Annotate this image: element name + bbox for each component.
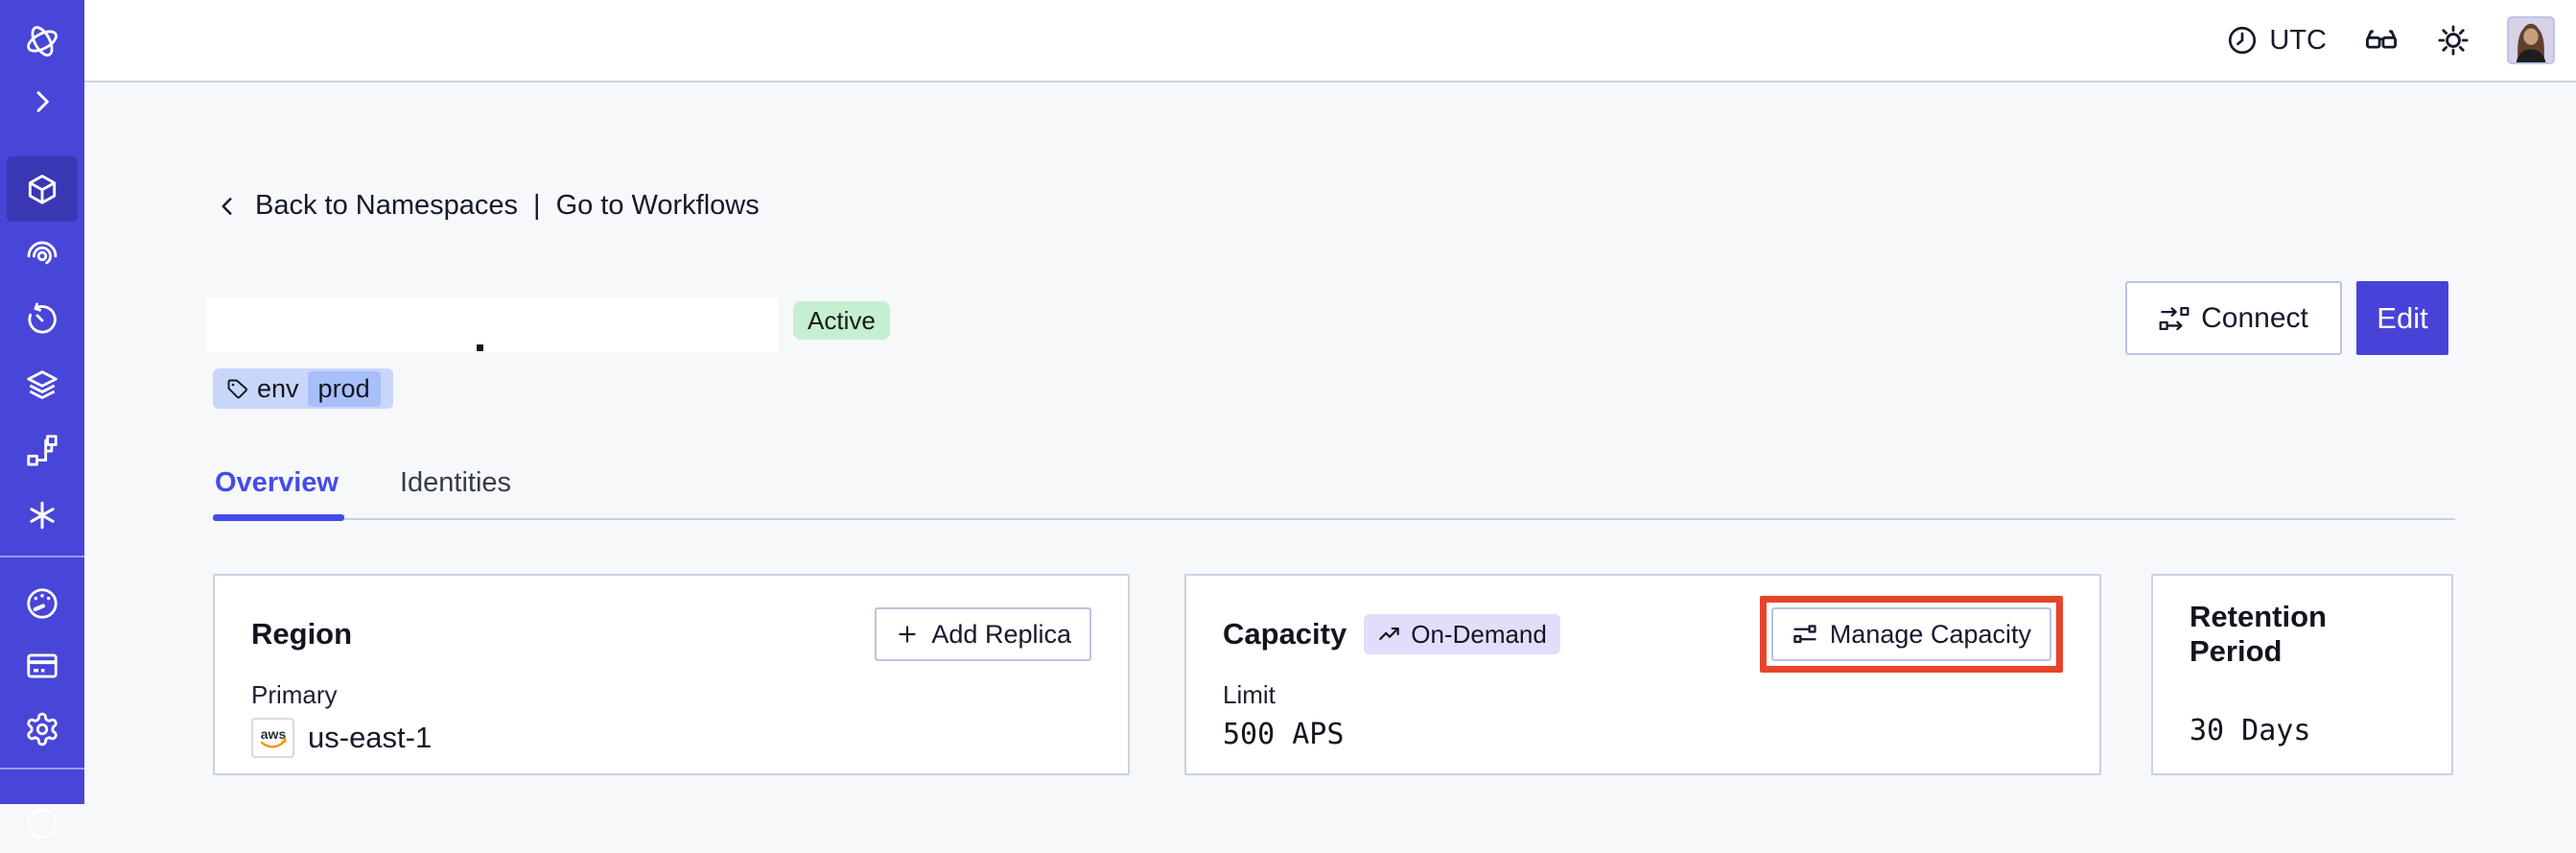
timezone-selector[interactable]: UTC — [2226, 24, 2327, 57]
trending-up-icon — [1377, 622, 1402, 647]
region-card-title: Region — [251, 617, 353, 651]
manage-capacity-label: Manage Capacity — [1829, 619, 2031, 649]
sidebar-item-deployments[interactable] — [0, 352, 84, 417]
back-label: Back to Namespaces — [255, 190, 519, 221]
clock-icon — [2226, 24, 2259, 57]
tag-icon — [225, 377, 248, 400]
aws-provider-icon: aws — [251, 718, 294, 758]
back-chevron-icon — [215, 194, 240, 219]
go-to-workflows-link[interactable]: Go to Workflows — [555, 190, 760, 221]
limit-label: Limit — [1223, 680, 1276, 709]
back-to-namespaces-link[interactable]: Back to Namespaces — [215, 190, 518, 222]
sidebar-item-support-icon[interactable] — [0, 788, 84, 853]
redaction-artifact — [477, 344, 483, 351]
tag-key: env — [257, 373, 299, 403]
sidebar-item-batch-operations[interactable] — [0, 483, 84, 548]
capacity-title-text: Capacity — [1223, 617, 1347, 651]
sidebar-item-namespaces[interactable] — [7, 156, 78, 222]
namespace-title-redacted — [206, 297, 779, 352]
theme-sun-icon[interactable] — [2436, 23, 2471, 58]
connect-label: Connect — [2201, 301, 2308, 334]
on-demand-label: On-Demand — [1411, 619, 1547, 649]
sidebar-item-billing[interactable] — [0, 633, 84, 699]
status-badge: Active — [793, 301, 890, 340]
tab-active-indicator — [213, 514, 344, 521]
sidebar-item-schedules[interactable] — [0, 287, 84, 352]
sidebar-divider — [0, 768, 84, 770]
namespace-tag: env prod — [213, 368, 393, 409]
region-card: Region Add Replica Primary aws us-east-1 — [213, 574, 1130, 775]
user-avatar[interactable] — [2507, 16, 2555, 64]
region-value: us-east-1 — [308, 721, 433, 754]
breadcrumb: Back to Namespaces | Go to Workflows — [215, 190, 760, 222]
on-demand-badge: On-Demand — [1364, 614, 1560, 654]
sidebar-divider — [0, 556, 84, 557]
capacity-value: 500 APS — [1223, 718, 1345, 751]
connect-flow-icon — [2159, 303, 2190, 334]
tab-identities[interactable]: Identities — [399, 467, 512, 498]
edit-button[interactable]: Edit — [2356, 281, 2448, 355]
connect-button[interactable]: Connect — [2125, 281, 2342, 355]
retention-card-title: Retention Period — [2190, 600, 2327, 668]
manage-capacity-button[interactable]: Manage Capacity — [1770, 607, 2051, 661]
tab-bar: Overview Identities — [215, 467, 511, 505]
capacity-card-title: Capacity On-Demand — [1223, 614, 1560, 654]
timezone-label: UTC — [2269, 24, 2327, 56]
topbar: UTC — [84, 0, 2576, 83]
retention-card: Retention Period 30 Days — [2151, 574, 2453, 775]
add-replica-label: Add Replica — [931, 619, 1071, 649]
breadcrumb-separator: | — [533, 190, 541, 221]
sidebar-item-nexus[interactable] — [0, 417, 84, 483]
add-replica-button[interactable]: Add Replica — [875, 607, 1091, 661]
tab-baseline — [213, 518, 2455, 520]
sliders-icon — [1791, 621, 1818, 648]
temporal-logo-icon[interactable] — [0, 9, 84, 74]
tab-overview[interactable]: Overview — [215, 467, 339, 498]
aws-label: aws — [260, 726, 286, 742]
tag-value: prod — [307, 370, 381, 407]
sidebar-item-settings[interactable] — [0, 697, 84, 762]
plus-icon — [895, 622, 920, 647]
highlight-annotation-box: Manage Capacity — [1759, 596, 2063, 673]
retention-value: 30 Days — [2190, 714, 2311, 747]
sidebar-item-workflows[interactable] — [0, 222, 84, 287]
sidebar — [0, 0, 84, 839]
capacity-card: Capacity On-Demand Ma — [1184, 574, 2101, 775]
expand-sidebar-icon[interactable] — [0, 69, 84, 134]
sidebar-item-usage[interactable] — [0, 571, 84, 636]
primary-label: Primary — [251, 680, 338, 709]
labs-glasses-icon[interactable] — [2363, 22, 2400, 59]
